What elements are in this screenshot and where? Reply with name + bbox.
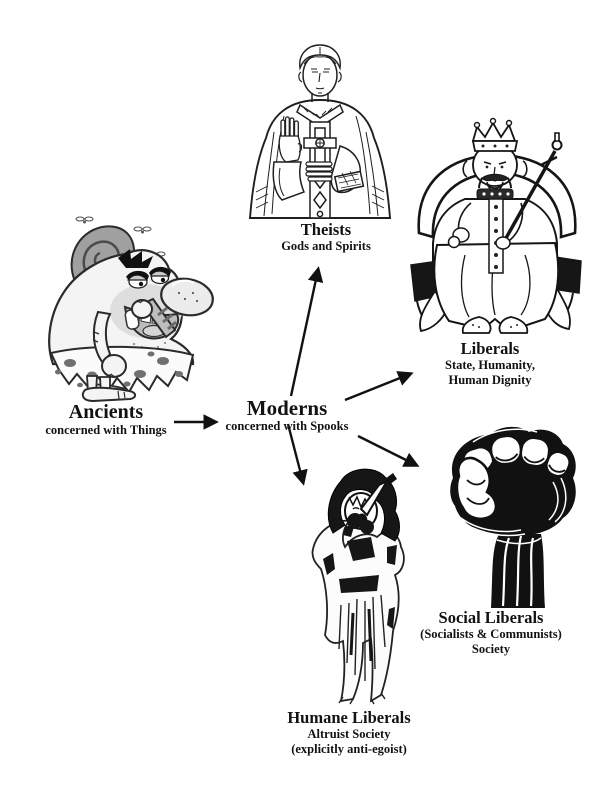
hooded-altruist-illustration xyxy=(311,468,405,705)
node-subtitle-humane-liberals-2: (explicitly anti-egoist) xyxy=(291,742,407,756)
arrow-moderns-to-humane-liberals xyxy=(286,423,308,486)
figure-theists xyxy=(244,42,396,225)
node-subtitle-ancients: concerned with Things xyxy=(45,423,167,437)
node-title-liberals: Liberals xyxy=(460,339,520,358)
node-subtitle-theists: Gods and Spirits xyxy=(281,239,371,253)
node-title-theists: Theists xyxy=(300,220,352,239)
node-title-social-liberals: Social Liberals xyxy=(438,608,544,627)
node-title-ancients: Ancients xyxy=(68,401,144,423)
arrow-moderns-to-theists xyxy=(289,266,324,397)
node-label-moderns: Moderns concerned with Spooks xyxy=(197,397,377,434)
node-subtitle-social-liberals-2: Society xyxy=(471,642,511,656)
raised-fist-illustration xyxy=(450,426,576,608)
figure-ancients xyxy=(30,214,230,409)
caveman-with-club-illustration xyxy=(48,216,214,403)
node-subtitle-liberals-2: Human Dignity xyxy=(448,373,532,387)
priest-illustration xyxy=(248,44,392,219)
figure-liberals xyxy=(405,115,590,344)
node-label-theists: Theists Gods and Spirits xyxy=(246,220,406,254)
node-label-liberals: Liberals State, Humanity, Human Dignity xyxy=(410,339,570,388)
arrow-moderns-to-social-liberals xyxy=(357,434,420,467)
arrow-moderns-to-liberals xyxy=(344,371,414,402)
node-label-humane-liberals: Humane Liberals Altruist Society (explic… xyxy=(259,708,439,757)
node-title-humane-liberals: Humane Liberals xyxy=(287,708,411,727)
figure-social-liberals xyxy=(433,422,591,613)
node-title-moderns: Moderns xyxy=(246,396,328,420)
node-subtitle-moderns: concerned with Spooks xyxy=(225,419,349,433)
node-label-ancients: Ancients concerned with Things xyxy=(16,402,196,438)
figure-humane-liberals xyxy=(283,463,433,710)
node-subtitle-social-liberals-1: (Socialists & Communists) xyxy=(420,627,562,641)
king-on-throne-illustration xyxy=(410,117,582,334)
node-subtitle-liberals-1: State, Humanity, xyxy=(445,358,535,372)
node-label-social-liberals: Social Liberals (Socialists & Communists… xyxy=(401,608,581,657)
node-subtitle-humane-liberals-1: Altruist Society xyxy=(307,727,391,741)
